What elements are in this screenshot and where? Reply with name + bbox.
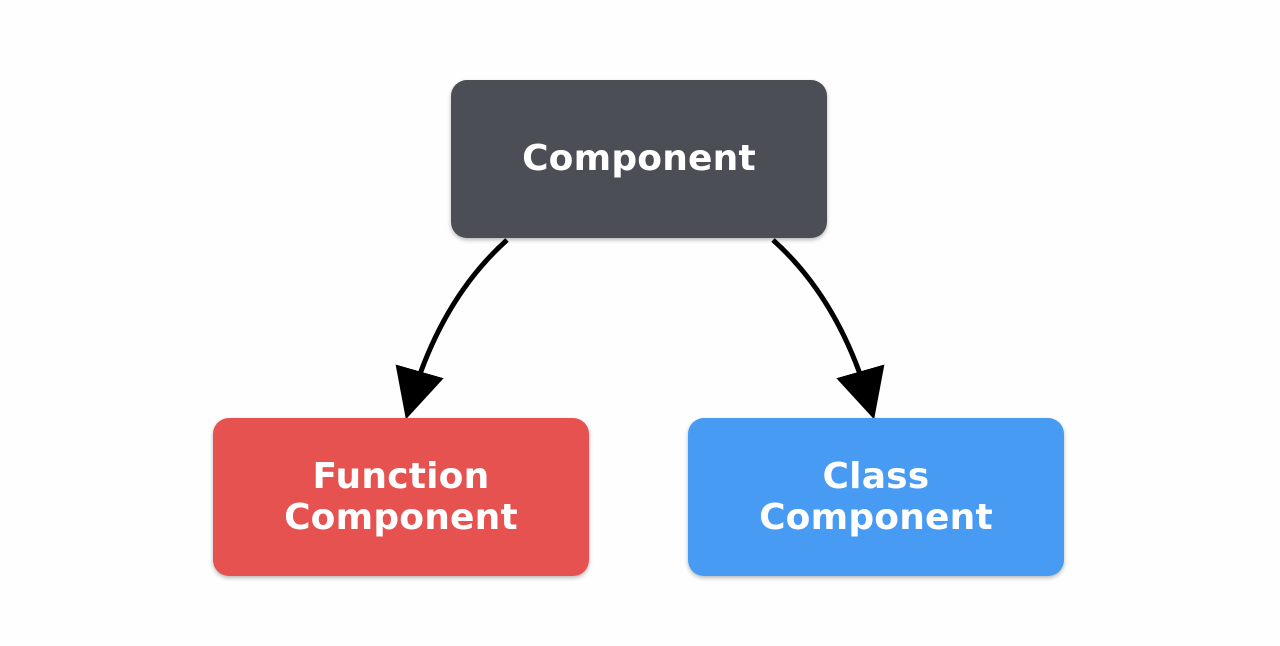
node-function-component-line2: Component (284, 497, 518, 538)
node-function-component: Function Component (213, 418, 589, 576)
edge-component-to-class (771, 238, 885, 420)
edge-component-to-function (395, 238, 509, 420)
node-component-label: Component (522, 138, 756, 180)
node-class-component: Class Component (688, 418, 1064, 576)
node-class-component-line1: Class (822, 455, 930, 497)
node-class-component-line2: Component (759, 497, 993, 538)
node-component: Component (451, 80, 827, 238)
node-function-component-line1: Function (312, 455, 490, 497)
